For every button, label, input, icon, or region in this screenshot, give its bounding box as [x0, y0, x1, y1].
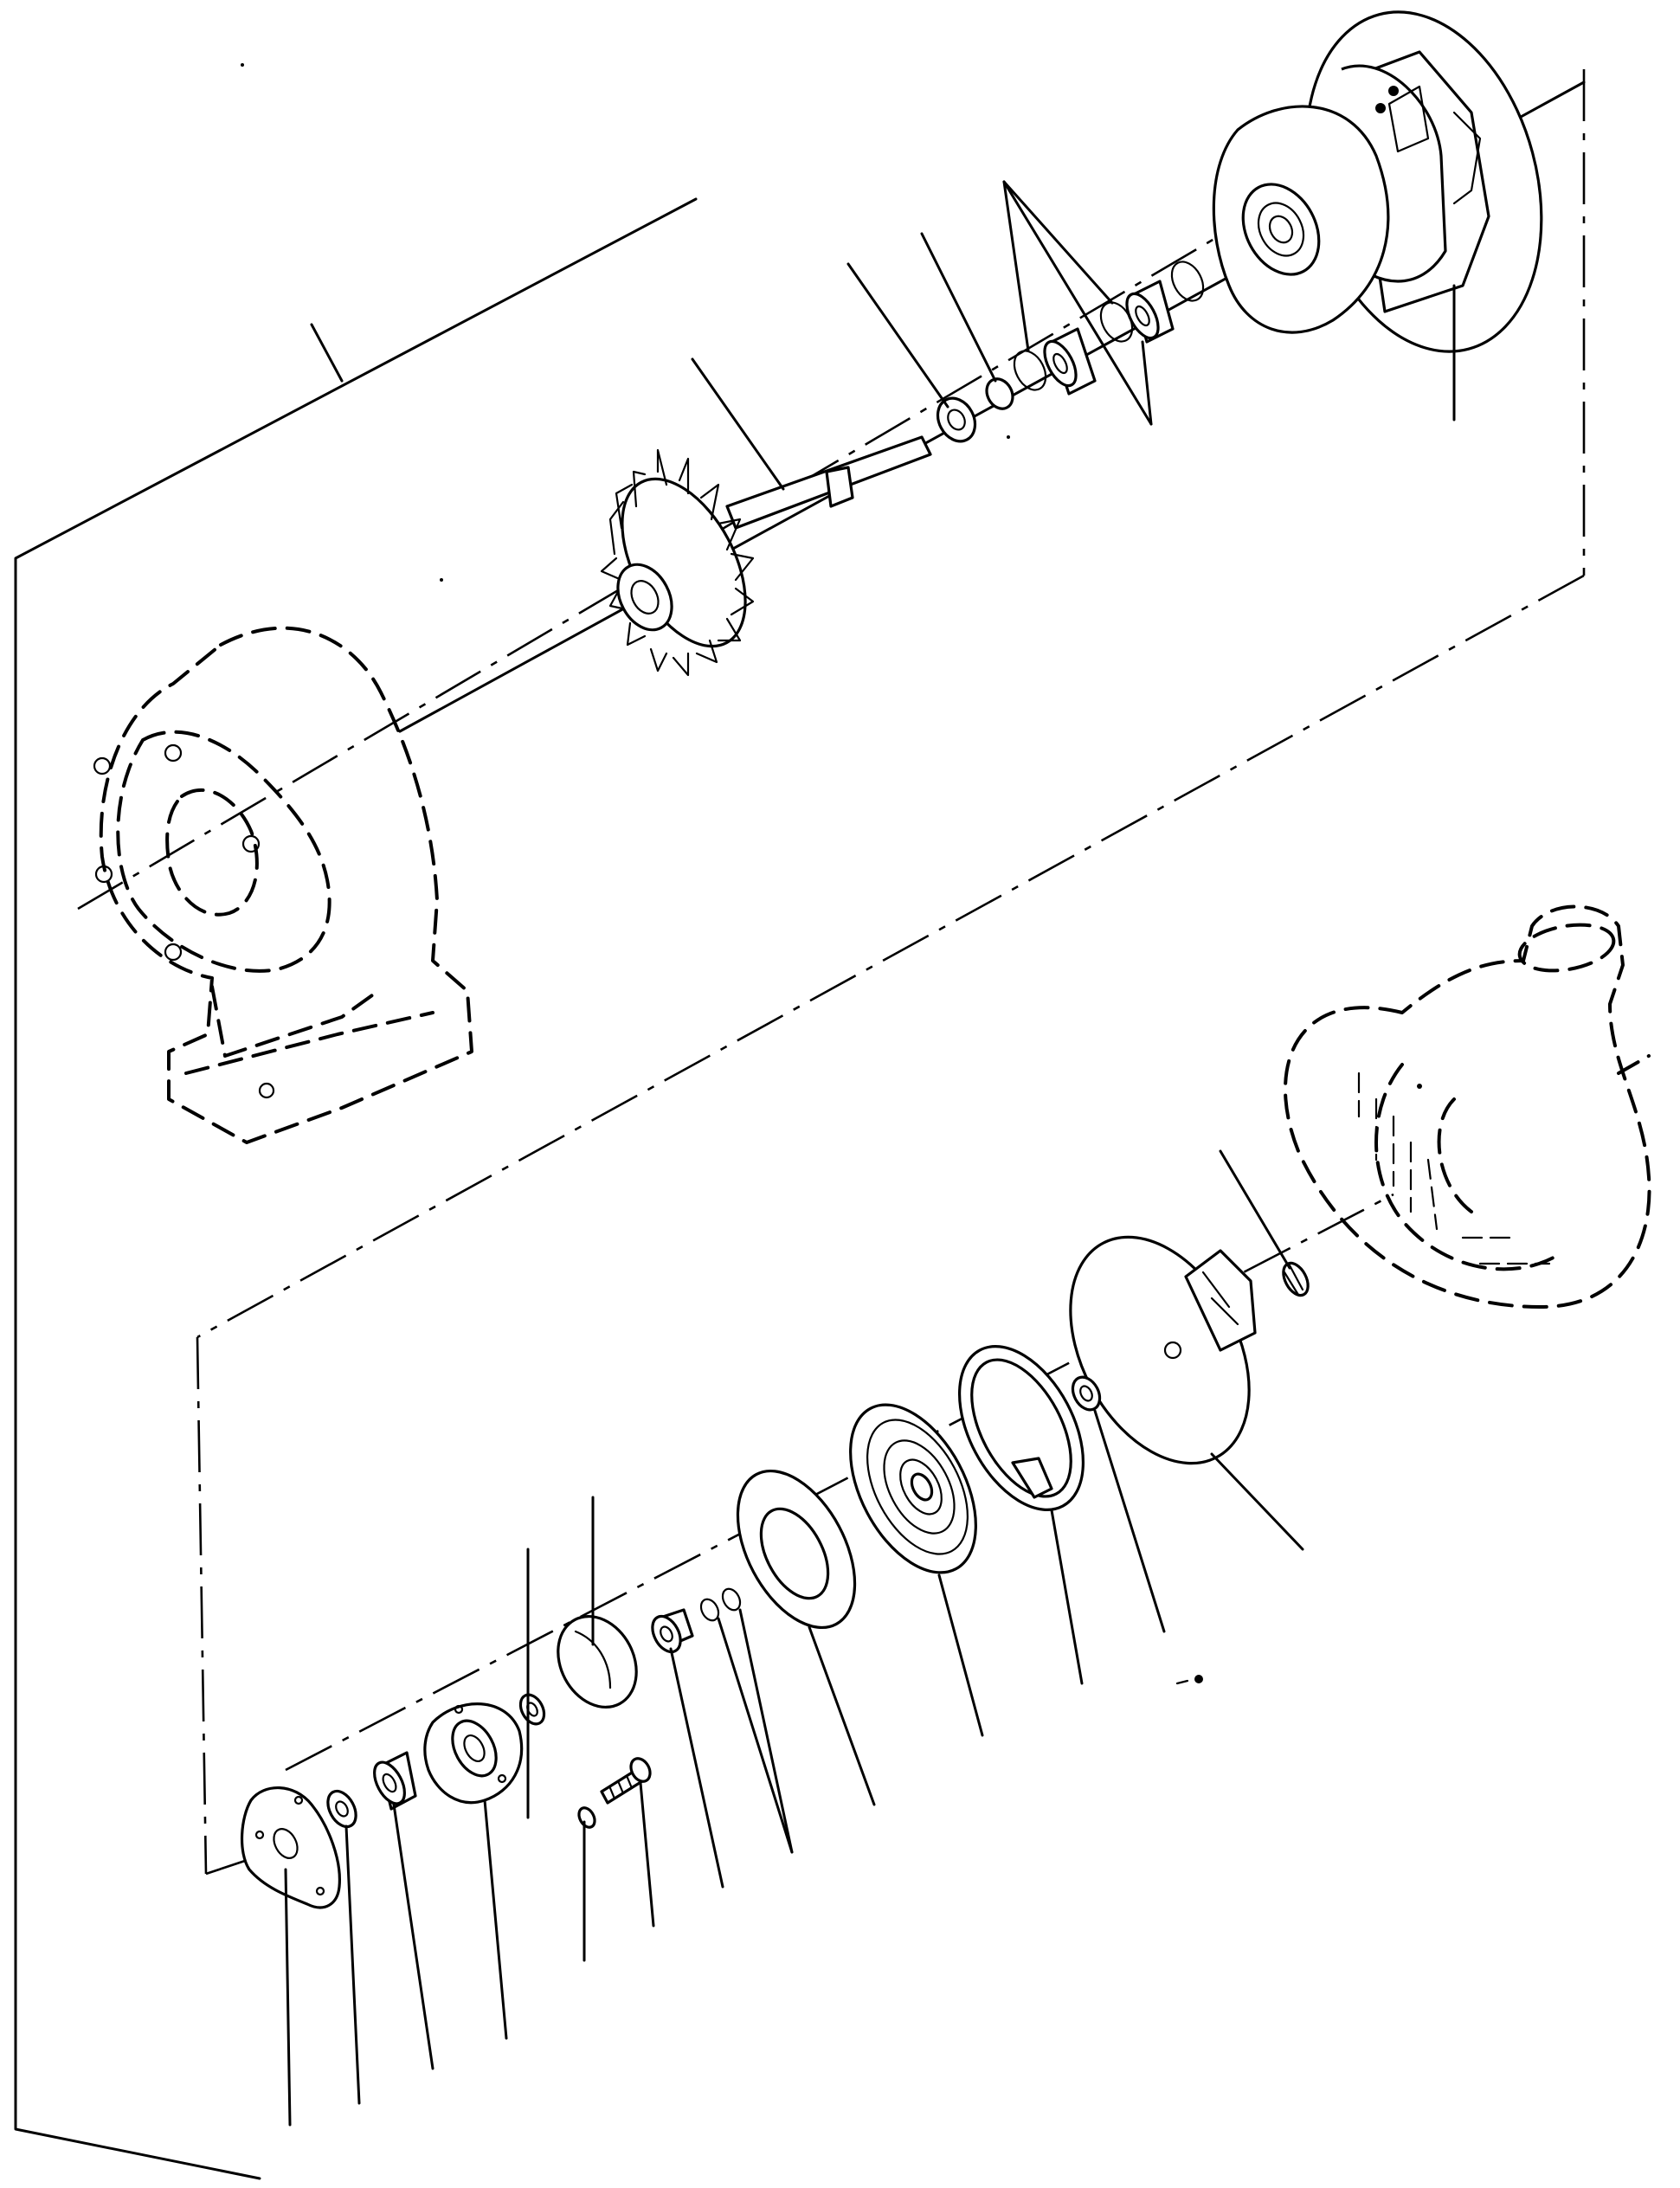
leader-lines-upper	[310, 180, 1456, 491]
leader-lines-lower	[284, 1149, 1304, 2127]
center-housing	[1212, 10, 1543, 353]
thrust-collar-lower	[651, 1608, 694, 1654]
upper-frame-centerline	[196, 69, 1586, 1339]
o-rings	[699, 1587, 742, 1622]
thrust-bearing	[423, 1702, 524, 1805]
thrust-plate	[241, 1786, 341, 1909]
bearing-sleeves	[1043, 280, 1175, 396]
lock-washer-small	[577, 1806, 596, 1829]
insert-plate	[736, 1469, 857, 1630]
seal-plate	[849, 1403, 977, 1574]
spacer-sleeve	[373, 1751, 417, 1811]
stray-marks	[241, 63, 1422, 1685]
screw	[600, 1757, 652, 1805]
washer	[326, 1789, 357, 1829]
snap-ring	[957, 1345, 1085, 1511]
small-washer	[518, 1693, 546, 1726]
thrust-collar	[985, 377, 1014, 410]
turbine-wheel-shaft	[600, 435, 932, 677]
piston-rings	[1013, 261, 1205, 391]
lower-frame-centerline	[196, 1336, 259, 1876]
seal-ring	[936, 396, 977, 443]
lock-washer	[1071, 1375, 1102, 1412]
oil-deflector	[557, 1614, 638, 1709]
compressor-housing-phantom	[1284, 904, 1651, 1309]
lock-nut	[1282, 1261, 1310, 1297]
turbine-housing-phantom	[93, 626, 473, 1144]
compressor-wheel	[1069, 1235, 1257, 1465]
